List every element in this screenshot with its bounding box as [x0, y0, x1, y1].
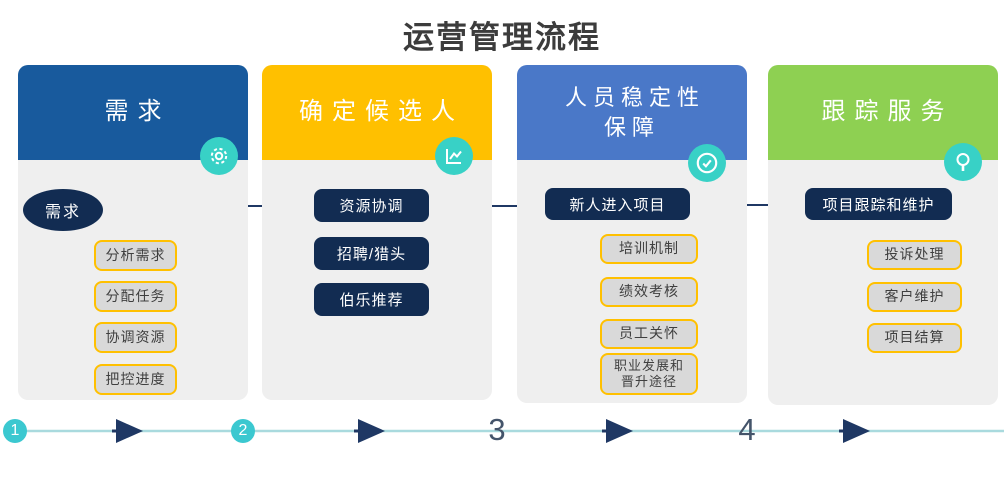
gear-icon: [200, 137, 238, 175]
node-performance-review: 绩效考核: [600, 277, 698, 307]
card-tracking: 跟踪服务: [768, 65, 998, 405]
node-project-tracking-maintenance: 项目跟踪和维护: [805, 188, 952, 220]
card-tracking-title: 跟踪服务: [821, 98, 954, 126]
node-project-settlement: 项目结算: [867, 323, 962, 353]
timeline-step-2-badge: 2: [231, 419, 255, 443]
timeline-step-4-number: 4: [738, 412, 756, 447]
check-circle-icon: [688, 144, 726, 182]
node-coordinate-resources: 协调资源: [94, 322, 177, 353]
node-recruiting-headhunting: 招聘/猎头: [314, 237, 429, 270]
node-referral: 伯乐推荐: [314, 283, 429, 316]
card-requirements-title: 需求: [104, 98, 171, 126]
node-control-progress: 把控进度: [94, 364, 177, 395]
node-career-development: 职业发展和晋升途径: [600, 353, 698, 395]
line-chart-icon: [435, 137, 473, 175]
page-title: 运营管理流程: [403, 20, 601, 55]
timeline-step-3-number: 3: [488, 412, 506, 447]
timeline-step-1-badge: 1: [3, 419, 27, 443]
node-customer-maintenance: 客户维护: [867, 282, 962, 312]
node-resource-coordination: 资源协调: [314, 189, 429, 222]
node-newcomer-joins-project: 新人进入项目: [545, 188, 690, 220]
node-analyze-requirements: 分析需求: [94, 240, 177, 271]
node-requirement-root: 需求: [23, 189, 103, 231]
card-stability-title: 人员稳定性保障: [564, 84, 705, 140]
magnifier-icon: [944, 143, 982, 181]
card-stability-header: 人员稳定性保障: [517, 65, 747, 160]
card-candidates-title: 确定候选人: [299, 98, 464, 126]
node-employee-care: 员工关怀: [600, 319, 698, 349]
node-complaint-handling: 投诉处理: [867, 240, 962, 270]
card-candidates: 确定候选人: [262, 65, 492, 400]
node-assign-tasks: 分配任务: [94, 281, 177, 312]
node-training-mechanism: 培训机制: [600, 234, 698, 264]
